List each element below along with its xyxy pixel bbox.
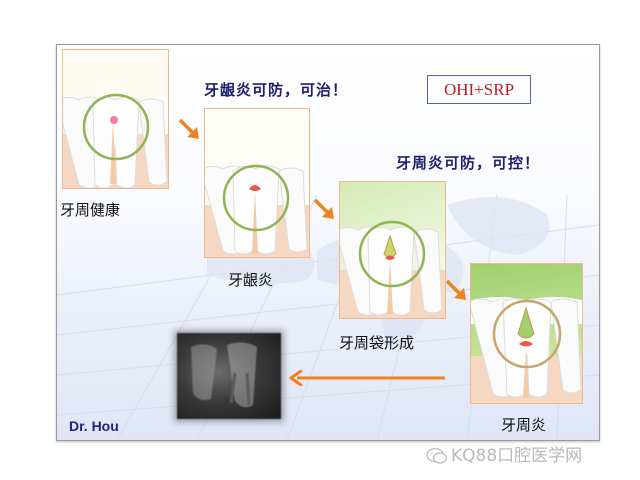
slide: 牙龈炎可防，可治！ 牙周炎可防，可控！ OHI+SRP 牙周健康 牙 xyxy=(56,44,600,441)
watermark: KQ88口腔医学网 xyxy=(426,441,582,466)
arrow-right-down-icon xyxy=(313,198,334,219)
watermark-text: KQ88口腔医学网 xyxy=(451,446,583,466)
treatment-box: OHI+SRP xyxy=(427,75,531,104)
healthy-tooth-illustration xyxy=(63,93,168,188)
healthy-caption: 牙周健康 xyxy=(60,201,121,219)
periodontal-pocket-panel xyxy=(339,181,446,319)
periodontitis-panel xyxy=(470,263,583,404)
pocket-tooth-illustration xyxy=(340,220,445,318)
periodontitis-tooth-illustration xyxy=(471,297,582,403)
pocket-caption: 牙周袋形成 xyxy=(339,334,415,352)
gingivitis-caption: 牙龈炎 xyxy=(228,271,274,289)
author-label: Dr. Hou xyxy=(69,418,119,434)
gingivitis-panel xyxy=(204,108,310,258)
arrow-right-down-icon xyxy=(178,118,199,139)
dental-xray-image xyxy=(177,333,281,419)
healthy-tooth-panel xyxy=(62,49,169,189)
arrow-right-down-icon xyxy=(445,279,466,300)
periodontitis-caption: 牙周炎 xyxy=(501,416,547,434)
wechat-icon xyxy=(426,447,448,464)
periodontitis-slogan: 牙周炎可防，可控！ xyxy=(396,154,541,172)
gingivitis-slogan: 牙龈炎可防，可治！ xyxy=(204,81,349,99)
gingivitis-tooth-illustration xyxy=(205,164,309,257)
arrow-left-icon xyxy=(289,370,445,386)
